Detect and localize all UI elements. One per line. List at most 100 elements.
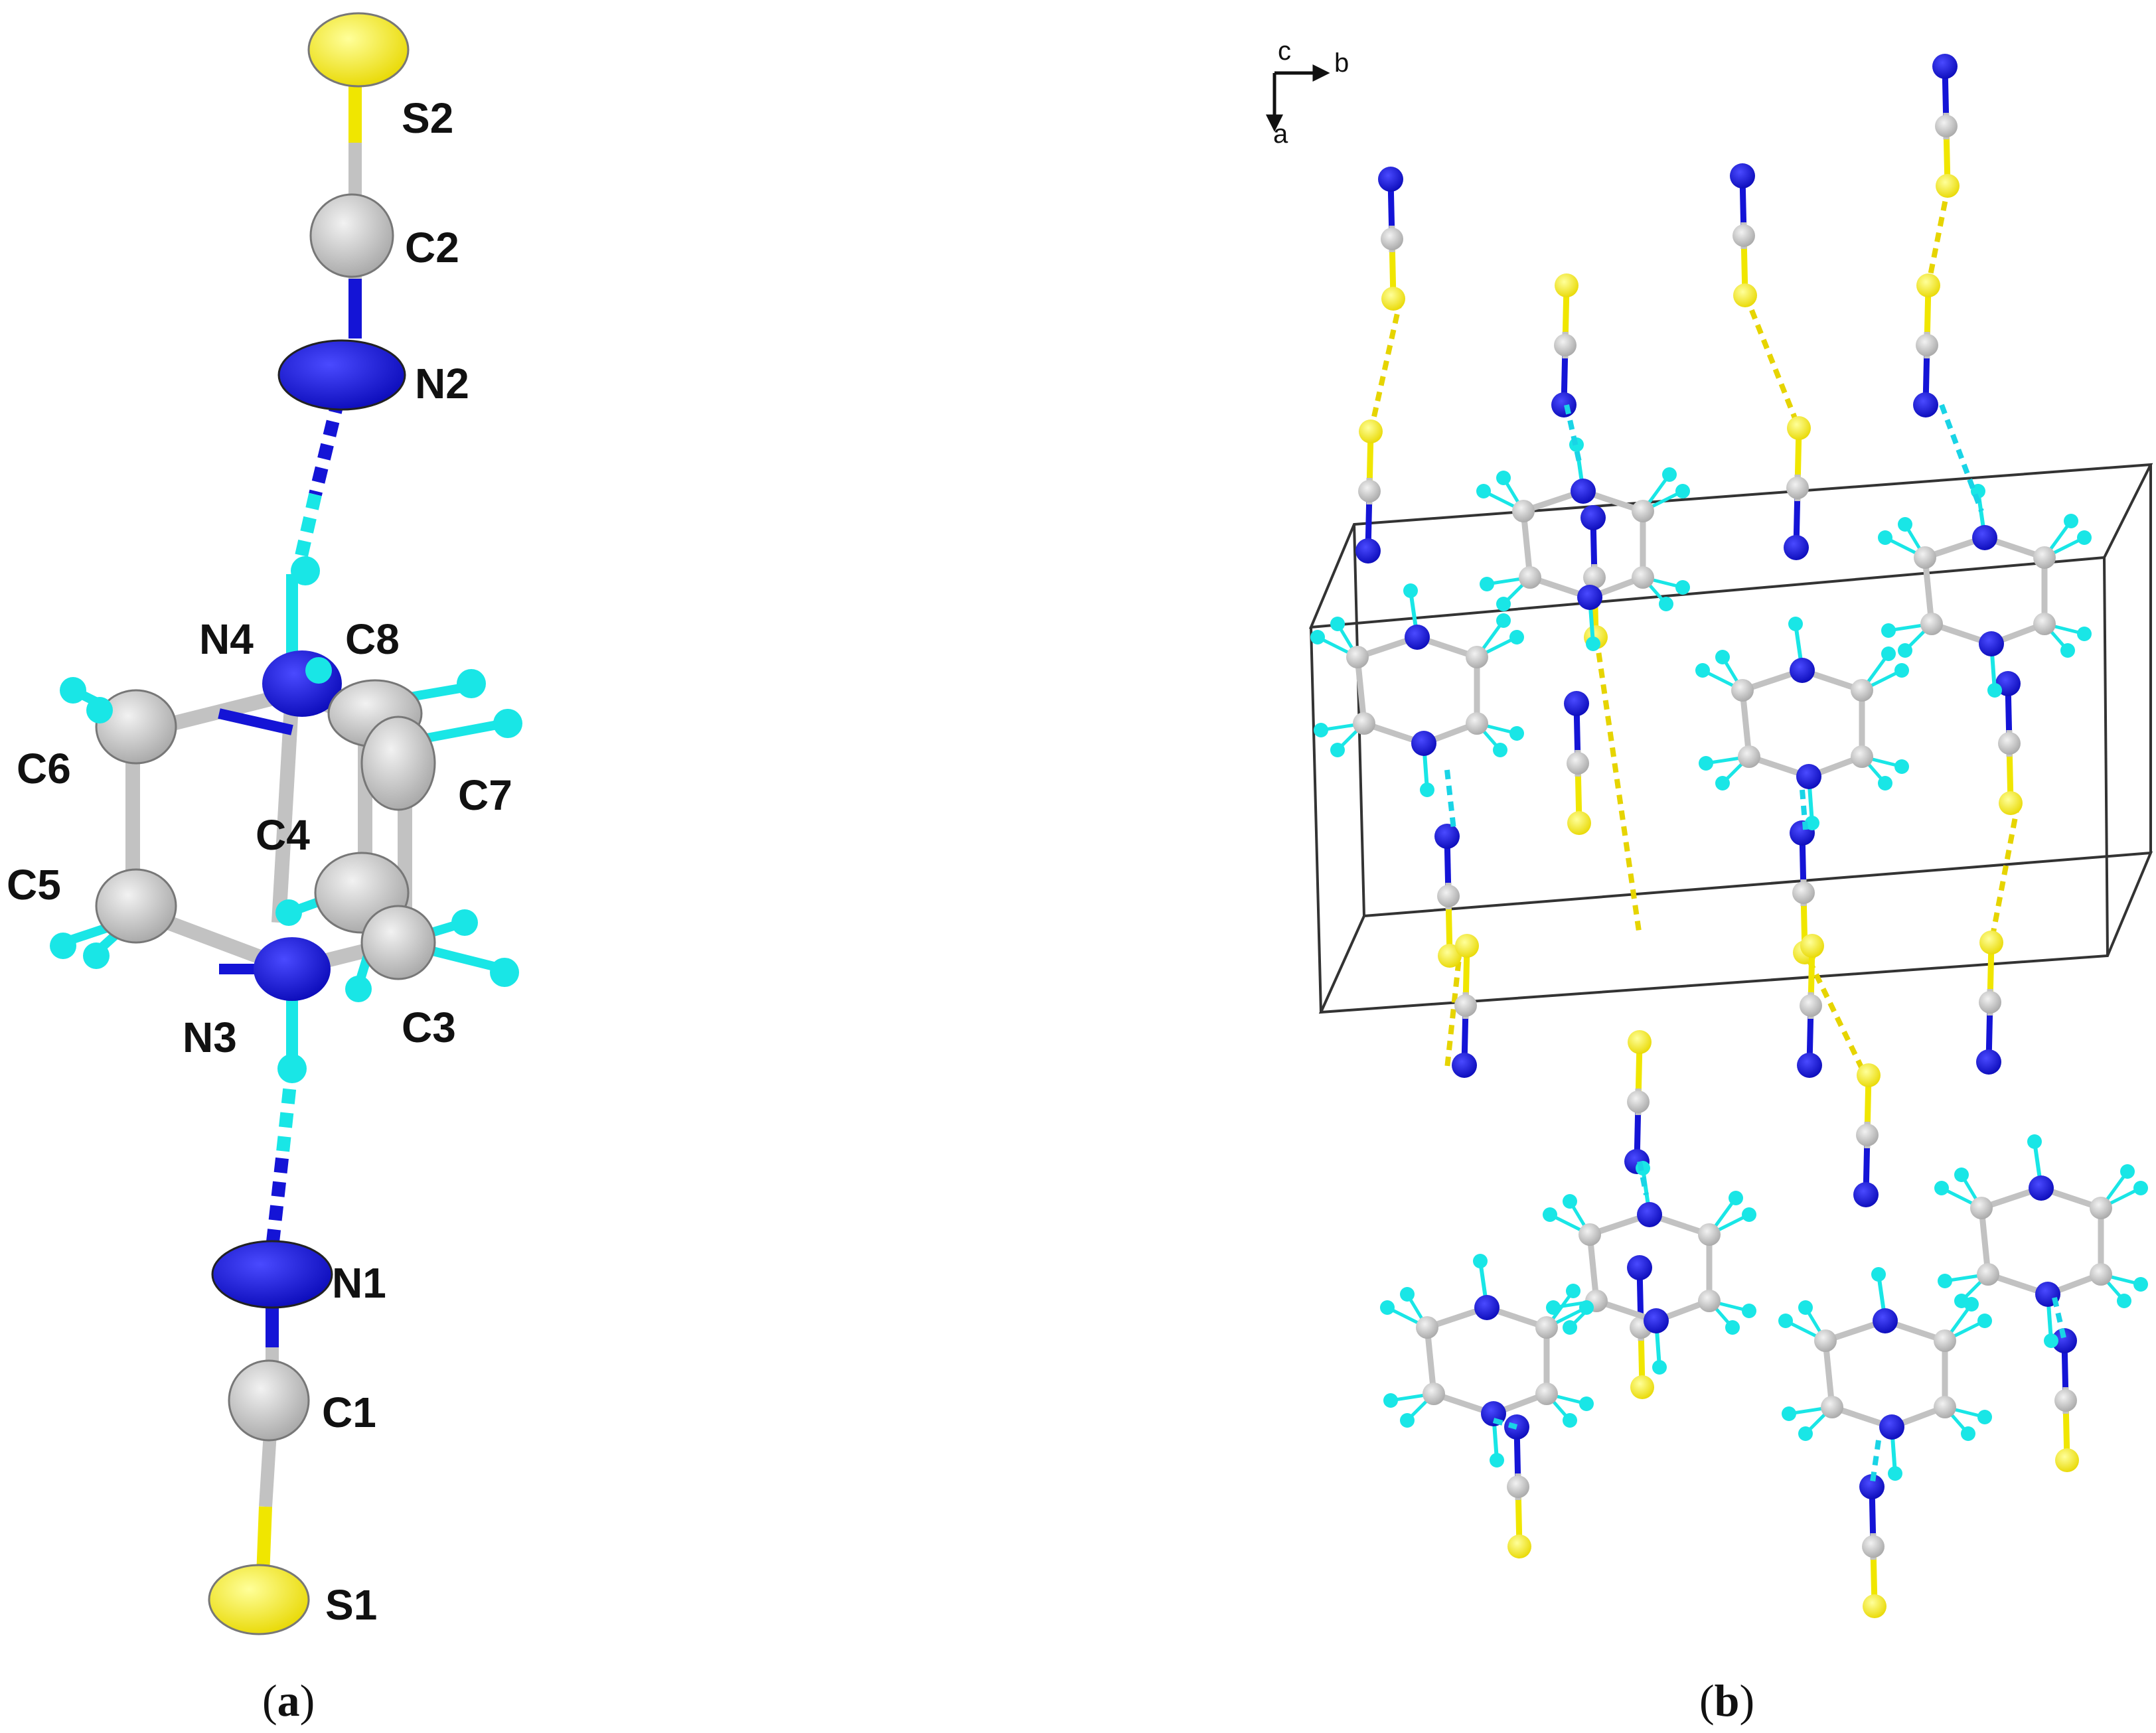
sulfur-atom [1800, 934, 1824, 958]
hydrogen-bond [1926, 185, 1951, 286]
hydrogen-atom [1778, 1314, 1793, 1328]
carbon-atom [1851, 745, 1873, 768]
hydrogen-atom [2077, 530, 2092, 545]
hydrogen-atom [2060, 643, 2075, 658]
nitrogen-atom [1355, 538, 1381, 564]
atom-C2 [309, 193, 394, 278]
hydrogen-bond [2052, 1297, 2067, 1341]
hydrogen-atom [1563, 1320, 1577, 1335]
label-C6: C6 [17, 745, 71, 792]
hydrogen-atom [1659, 597, 1673, 611]
nitrogen-atom [1913, 392, 1938, 417]
atom-S2 [307, 12, 410, 88]
axis-a-label: a [1273, 119, 1288, 149]
hydrogen-atom [1496, 613, 1511, 628]
hydrogen-atom [1725, 1320, 1740, 1335]
carbon-atom [1353, 712, 1375, 735]
atom-H-N4b [305, 657, 332, 684]
nitrogen-atom [1879, 1414, 1904, 1440]
nitrogen-atom [1972, 525, 1997, 550]
label-S1: S1 [325, 1581, 377, 1629]
atom-H-C6b [86, 697, 113, 723]
sulfur-atom [1863, 1594, 1887, 1618]
hydrogen-atom [1742, 1207, 1756, 1222]
hydrogen-bond [1800, 789, 1808, 830]
carbon-atom [1381, 228, 1403, 250]
label-C7: C7 [458, 771, 512, 819]
label-C4: C4 [256, 811, 310, 859]
carbon-atom [1851, 679, 1873, 702]
nitrogen-atom [1853, 1182, 1879, 1207]
hydrogen-atom [1400, 1287, 1415, 1302]
carbon-atom [1535, 1316, 1558, 1339]
hydrogen-atom [1383, 1393, 1398, 1408]
hydrogen-atom [1699, 756, 1713, 771]
carbon-atom [1632, 566, 1654, 589]
hydrogen-atom [1894, 663, 1909, 678]
carbon-atom [1554, 334, 1577, 356]
hydrogen-atom [1493, 743, 1507, 757]
hydrogen-bond [1637, 1161, 1649, 1195]
carbon-atom [2033, 546, 2056, 569]
carbon-atom [1416, 1316, 1438, 1339]
hydrogen-atom [1782, 1406, 1796, 1421]
label-N2: N2 [415, 360, 469, 408]
nitrogen-atom [1474, 1295, 1500, 1320]
carbon-atom [2090, 1197, 2112, 1219]
carbon-atom [1698, 1223, 1721, 1246]
hydrogen-atom [1496, 471, 1511, 485]
hydrogen-atom [1878, 776, 1892, 791]
hydrogen-atom [1420, 783, 1434, 797]
sulfur-atom [1999, 791, 2023, 815]
hydrogen-atom [1881, 623, 1896, 638]
atom-S1 [208, 1564, 310, 1635]
axis-b-label: b [1334, 48, 1349, 78]
hydrogen-atom [1662, 467, 1677, 482]
carbon-atom [1567, 752, 1589, 775]
hydrogen-atom [1509, 726, 1524, 741]
hydrogen-atom [1954, 1168, 1969, 1182]
nitrogen-atom [1637, 1202, 1662, 1227]
hydrogen-atom [1987, 683, 2002, 698]
carbon-atom [1920, 613, 1943, 635]
hydrogen-atom [1961, 1426, 1975, 1441]
hydrogen-atom [1894, 759, 1909, 774]
sulfur-atom [1936, 174, 1960, 198]
panel-b-caption: (b) [1699, 1675, 1754, 1726]
sulfur-atom [1857, 1063, 1881, 1087]
hydrogen-bond [1989, 802, 2021, 943]
nitrogen-atom [1644, 1308, 1669, 1333]
label-N3: N3 [183, 1014, 237, 1061]
nitrogen-atom [1932, 54, 1958, 79]
hydrogen-atom [2120, 1164, 2135, 1179]
hydrogen-atom [1380, 1300, 1395, 1315]
panel-b-packing: c b a (b) [1265, 37, 2153, 1726]
hydrogen-atom [1898, 643, 1912, 658]
carbon-atom [1856, 1124, 1879, 1146]
sulfur-atom [1507, 1535, 1531, 1558]
hydrogen-bond [1594, 637, 1642, 937]
nitrogen-atom [1577, 585, 1602, 610]
hydrogen-atom [1977, 1410, 1992, 1424]
nitrogen-atom [1796, 764, 1821, 789]
hydrogen-atom [1898, 517, 1912, 532]
hydrogen-atom [2027, 1134, 2042, 1149]
carbon-atom [1731, 679, 1754, 702]
hydrogen-atom [1473, 1254, 1488, 1268]
atom-H-C7 [493, 709, 522, 738]
hydrogen-atom [1871, 1267, 1886, 1282]
carbon-atom [1821, 1396, 1843, 1418]
hydrogen-atom [1798, 1300, 1813, 1315]
carbon-atom [1738, 745, 1760, 768]
sulfur-atom [1916, 273, 1940, 297]
label-S2: S2 [402, 94, 453, 142]
hydrogen-atom [1476, 484, 1491, 498]
hydrogen-bond [1492, 1418, 1518, 1430]
carbon-atom [1632, 500, 1654, 522]
atom-N2 [277, 339, 406, 411]
nitrogen-atom [1784, 535, 1809, 560]
hydrogen-atom [2133, 1277, 2148, 1292]
carbon-atom [1914, 546, 1936, 569]
carbon-atom [1512, 500, 1535, 522]
